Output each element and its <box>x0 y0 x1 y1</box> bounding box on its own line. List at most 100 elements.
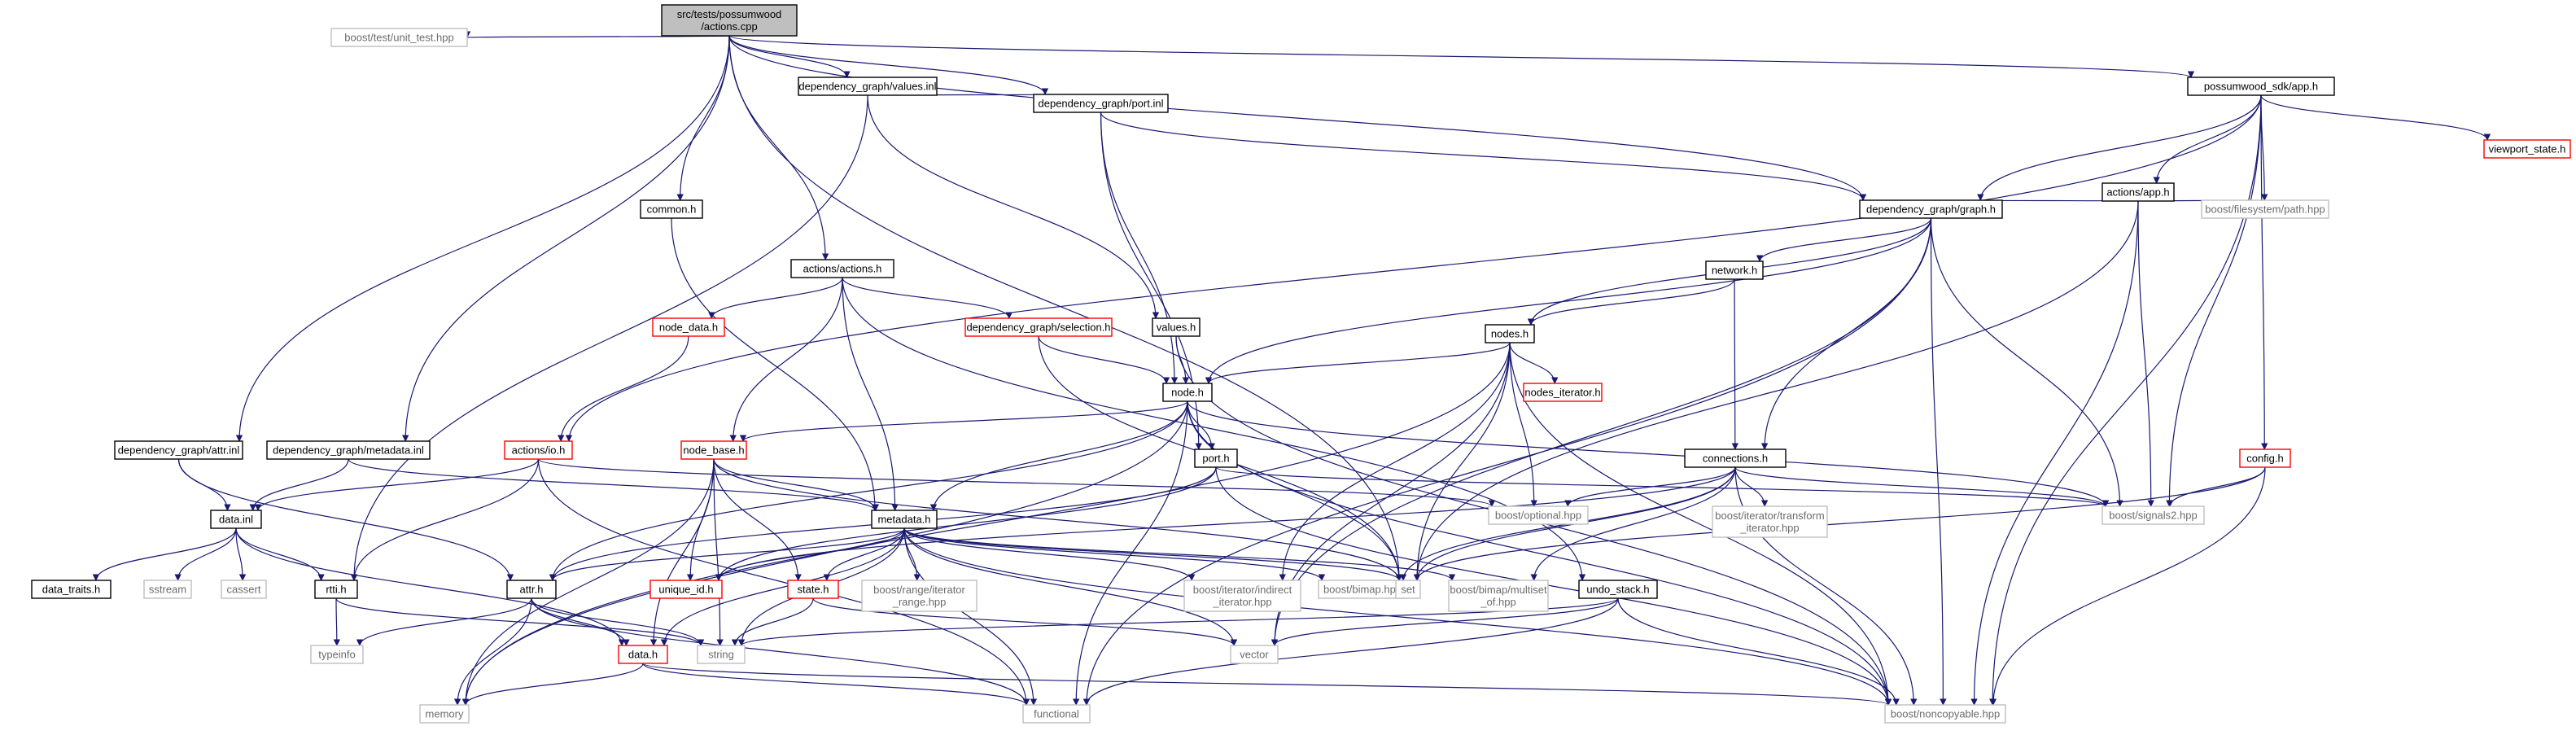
node-label: _range.hpp <box>892 596 947 608</box>
node-values-h[interactable]: values.h <box>1152 317 1201 337</box>
node-signals2[interactable]: boost/signals2.hpp <box>2101 505 2205 525</box>
node-cassert[interactable]: cassert <box>221 580 267 599</box>
node-undo-stack[interactable]: undo_stack.h <box>1578 580 1658 599</box>
node-graph-h[interactable]: dependency_graph/graph.h <box>1859 199 2003 219</box>
node-data-h[interactable]: data.h <box>618 645 668 664</box>
node-label: nodes.h <box>1491 328 1529 340</box>
node-node-base[interactable]: node_base.h <box>680 440 747 460</box>
node-box <box>640 199 703 219</box>
edge-values-inl-to-values-h <box>867 94 1160 319</box>
node-network-h[interactable]: network.h <box>1705 260 1764 280</box>
node-app-h[interactable]: possumwood_sdk/app.h <box>2187 77 2335 96</box>
edge-actions-h-to-node-base <box>729 277 843 442</box>
node-box <box>1859 199 2003 219</box>
node-box <box>871 510 938 529</box>
node-fs-path[interactable]: boost/filesystem/path.hpp <box>2201 199 2329 219</box>
node-indirect-iter[interactable]: boost/iterator/indirect_iterator.hpp <box>1183 580 1301 612</box>
node-unit-test[interactable]: boost/test/unit_test.hpp <box>330 28 468 47</box>
node-label: network.h <box>1712 265 1757 277</box>
node-root[interactable]: src/tests/possumwood/actions.cpp <box>661 4 798 37</box>
edge-connections-h-to-optional <box>1564 466 1736 507</box>
node-metadata-h[interactable]: metadata.h <box>871 510 938 529</box>
edge-app-h-to-signals2 <box>2166 94 2262 507</box>
node-nodes-iter[interactable]: nodes_iterator.h <box>1523 383 1603 402</box>
node-label: boost/iterator/transform <box>1715 510 1824 522</box>
node-range-iter[interactable]: boost/range/iterator_range.hpp <box>861 580 977 612</box>
node-attr-h[interactable]: attr.h <box>506 580 557 599</box>
edge-actions-io-to-optional <box>537 458 1495 507</box>
edge-root-to-app-h <box>728 35 2194 78</box>
edge-data-h-to-functional <box>642 663 1030 706</box>
edge-root-to-port-inl <box>728 35 1049 95</box>
node-node-h[interactable]: node.h <box>1162 383 1213 402</box>
node-actions-app[interactable]: actions/app.h <box>2101 182 2175 202</box>
edge-node-h-to-port-h <box>1187 400 1215 450</box>
edge-root-to-common-h <box>676 35 730 201</box>
edge-actions-io-to-data-inl <box>254 458 540 511</box>
node-set[interactable]: set <box>1395 580 1421 599</box>
node-state-h[interactable]: state.h <box>787 580 839 599</box>
edge-config-h-to-signals2 <box>2166 466 2266 507</box>
node-viewport-state[interactable]: viewport_state.h <box>2483 139 2571 159</box>
node-box <box>31 580 112 599</box>
edge-graph-h-to-network-h <box>1756 217 1932 262</box>
edge-root-to-actions-h <box>728 35 829 260</box>
node-label: data.inl <box>219 514 253 526</box>
node-box <box>1033 94 1169 113</box>
node-label: metadata.h <box>877 514 930 526</box>
edge-state-h-to-vector <box>812 597 1238 646</box>
node-actions-io[interactable]: actions/io.h <box>504 440 573 460</box>
node-sstream[interactable]: sstream <box>143 580 192 599</box>
node-transform-iter[interactable]: boost/iterator/transform_iterator.hpp <box>1712 505 1828 538</box>
node-box <box>790 259 894 278</box>
node-actions-h[interactable]: actions/actions.h <box>790 259 894 278</box>
node-unique-id[interactable]: unique_id.h <box>649 580 723 599</box>
node-label: typeinfo <box>318 649 356 661</box>
node-vector[interactable]: vector <box>1230 645 1279 664</box>
node-label: values.h <box>1157 322 1196 334</box>
node-optional[interactable]: boost/optional.hpp <box>1488 505 1589 525</box>
node-typeinfo[interactable]: typeinfo <box>310 645 364 664</box>
node-rtti-h[interactable]: rtti.h <box>314 580 358 599</box>
node-connections-h[interactable]: connections.h <box>1684 448 1787 468</box>
node-box <box>661 4 798 37</box>
edge-nodes-h-to-indirect-iter <box>1279 342 1511 581</box>
node-box <box>652 317 725 337</box>
edge-metadata-h-to-data-h <box>660 527 905 646</box>
node-label: actions/actions.h <box>803 263 882 275</box>
node-bimap[interactable]: boost/bimap.hpp <box>1318 580 1407 599</box>
node-data-inl[interactable]: data.inl <box>210 510 262 529</box>
node-selection-h[interactable]: dependency_graph/selection.h <box>964 317 1113 337</box>
edge-config-h-to-set <box>1413 466 2266 581</box>
node-box <box>1884 704 2006 724</box>
node-label: boost/range/iterator <box>873 584 965 596</box>
node-bimap-multiset[interactable]: boost/bimap/multiset_of.hpp <box>1448 580 1549 612</box>
node-values-inl[interactable]: dependency_graph/values.inl <box>798 77 938 96</box>
edge-attr-h-to-memory <box>453 597 532 706</box>
node-nodes-h[interactable]: nodes.h <box>1485 324 1535 343</box>
edge-data-h-to-noncopyable <box>642 663 1892 706</box>
node-functional[interactable]: functional <box>1022 704 1091 724</box>
edge-actions-app-to-noncopyable <box>1970 200 2139 706</box>
node-common-h[interactable]: common.h <box>640 199 703 219</box>
edge-network-h-to-nodes-h <box>1527 278 1735 326</box>
edge-node-h-to-signals2 <box>1187 400 2110 507</box>
node-label: _iterator.hpp <box>1212 596 1271 608</box>
node-noncopyable[interactable]: boost/noncopyable.hpp <box>1884 704 2006 724</box>
node-string[interactable]: string <box>697 645 746 664</box>
node-memory[interactable]: memory <box>419 704 470 724</box>
node-port-inl[interactable]: dependency_graph/port.inl <box>1033 94 1169 113</box>
edge-common-h-to-metadata-h <box>671 217 879 511</box>
node-metadata-inl[interactable]: dependency_graph/metadata.inl <box>266 440 431 460</box>
node-node-data[interactable]: node_data.h <box>652 317 725 337</box>
edge-undo-stack-to-string <box>738 597 1619 646</box>
edge-app-h-to-actions-io <box>565 94 2262 442</box>
edge-data-inl-to-cassert <box>235 527 247 581</box>
node-attr-inl[interactable]: dependency_graph/attr.inl <box>114 440 243 460</box>
edge-actions-h-to-selection-h <box>842 277 1012 319</box>
node-label: possumwood_sdk/app.h <box>2204 81 2318 93</box>
node-port-h[interactable]: port.h <box>1194 448 1238 468</box>
node-data-traits[interactable]: data_traits.h <box>31 580 112 599</box>
edge-actions-h-to-node-data <box>708 277 843 319</box>
node-config-h[interactable]: config.h <box>2239 448 2291 468</box>
